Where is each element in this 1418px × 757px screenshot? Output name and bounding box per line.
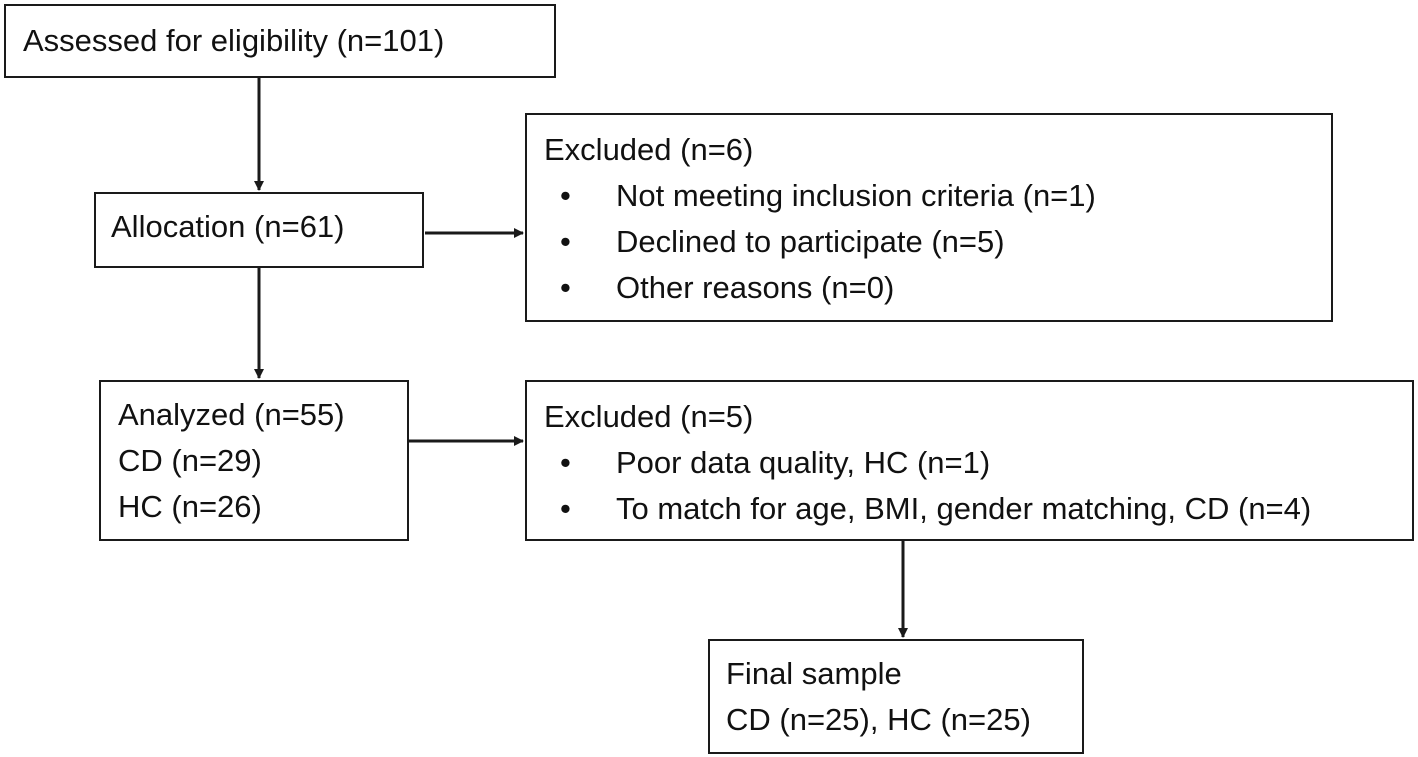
list-item: • To match for age, BMI, gender matching,… — [544, 486, 1412, 532]
reason-text: Not meeting inclusion criteria (n=1) — [616, 178, 1096, 213]
reason-text: Other reasons (n=0) — [616, 270, 895, 305]
list-item: • Not meeting inclusion criteria (n=1) — [544, 173, 1331, 219]
allocation-box: Allocation (n=61) — [94, 192, 424, 268]
final-sample-box: Final sample CD (n=25), HC (n=25) — [708, 639, 1084, 754]
assessed-box: Assessed for eligibility (n=101) — [4, 4, 556, 78]
bullet-glyph: • — [560, 491, 571, 526]
bullet-glyph: • — [560, 224, 571, 259]
list-item: • Poor data quality, HC (n=1) — [544, 440, 1412, 486]
final-sample-groups: CD (n=25), HC (n=25) — [726, 702, 1031, 737]
bullet-glyph: • — [560, 178, 571, 213]
excluded-box-1: Excluded (n=6) • Not meeting inclusion cr… — [525, 113, 1333, 322]
reason-text: Poor data quality, HC (n=1) — [616, 445, 991, 480]
assessed-label: Assessed for eligibility (n=101) — [23, 23, 445, 58]
bullet-glyph: • — [560, 270, 571, 305]
analyzed-box: Analyzed (n=55) CD (n=29) HC (n=26) — [99, 380, 409, 541]
allocation-label: Allocation (n=61) — [111, 209, 345, 244]
excluded-1-reasons: • Not meeting inclusion criteria (n=1) • D… — [544, 173, 1331, 311]
excluded-1-title: Excluded (n=6) — [544, 132, 754, 167]
analyzed-label: Analyzed (n=55) — [118, 397, 345, 432]
excluded-box-2: Excluded (n=5) • Poor data quality, HC (n… — [525, 380, 1414, 541]
analyzed-hc: HC (n=26) — [118, 489, 262, 524]
reason-text: Declined to participate (n=5) — [616, 224, 1005, 259]
excluded-2-title: Excluded (n=5) — [544, 399, 754, 434]
bullet-glyph: • — [560, 445, 571, 480]
reason-text: To match for age, BMI, gender matching, … — [616, 491, 1312, 526]
analyzed-cd: CD (n=29) — [118, 443, 262, 478]
list-item: • Declined to participate (n=5) — [544, 219, 1331, 265]
excluded-2-reasons: • Poor data quality, HC (n=1) • To match f… — [544, 440, 1412, 532]
final-sample-title: Final sample — [726, 656, 902, 691]
list-item: • Other reasons (n=0) — [544, 265, 1331, 311]
